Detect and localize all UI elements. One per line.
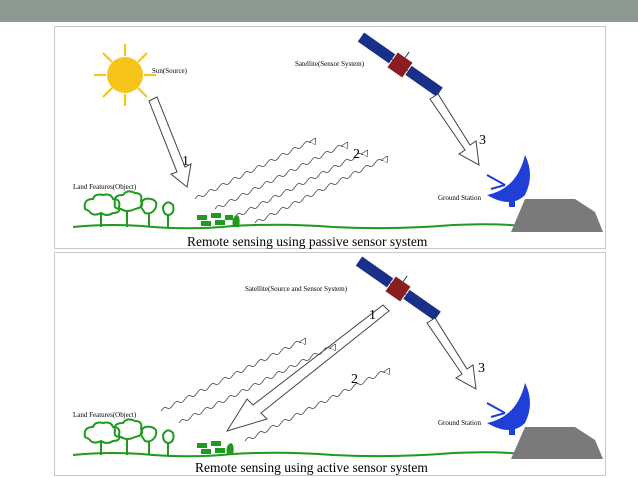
emitted-energy-arrow [225,304,390,432]
ground-station-icon [486,155,603,232]
active-caption: Remote sensing using active sensor syste… [195,460,428,475]
step-3-label: 3 [478,361,485,376]
step-2-label: 2 [351,372,358,387]
active-panel: Satellite(Source and Sensor System) 1 2 … [54,252,606,476]
passive-panel: Sun(Source) 1 Satellite(Sensor System) 3… [54,26,606,249]
ground-station-label: Ground Station [438,419,481,427]
downlink-arrow [426,317,477,390]
satellite-label: Satellite(Source and Sensor System) [245,285,348,293]
passive-caption: Remote sensing using passive sensor syst… [187,234,428,249]
satellite-icon [357,32,443,97]
downlink-arrow [429,93,480,166]
land-features-label: Land Features(Object) [73,183,137,191]
satellite-label: Satellite(Sensor System) [295,60,365,68]
crop-field-icon [197,441,234,455]
satellite-icon [355,256,441,321]
vegetation-icon [83,190,175,227]
ground-station-icon [486,383,603,459]
sun-icon [94,44,156,106]
passive-diagram: Sun(Source) 1 Satellite(Sensor System) 3… [72,32,603,249]
step-1-label: 1 [369,308,376,323]
reflected-waves [194,139,387,224]
reflected-waves [160,339,389,442]
incident-energy-arrow [148,96,192,188]
crop-field-icon [197,213,240,227]
active-diagram: Satellite(Source and Sensor System) 1 2 … [72,256,603,475]
step-2-label: 2 [353,147,360,162]
step-1-label: 1 [182,154,189,169]
ground-station-label: Ground Station [438,194,481,202]
ground-line [72,223,524,230]
top-band [0,0,638,22]
sun-label: Sun(Source) [152,67,188,75]
ground-line [72,451,524,458]
land-features-label: Land Features(Object) [73,411,137,419]
step-3-label: 3 [479,133,486,148]
vegetation-icon [83,418,175,455]
